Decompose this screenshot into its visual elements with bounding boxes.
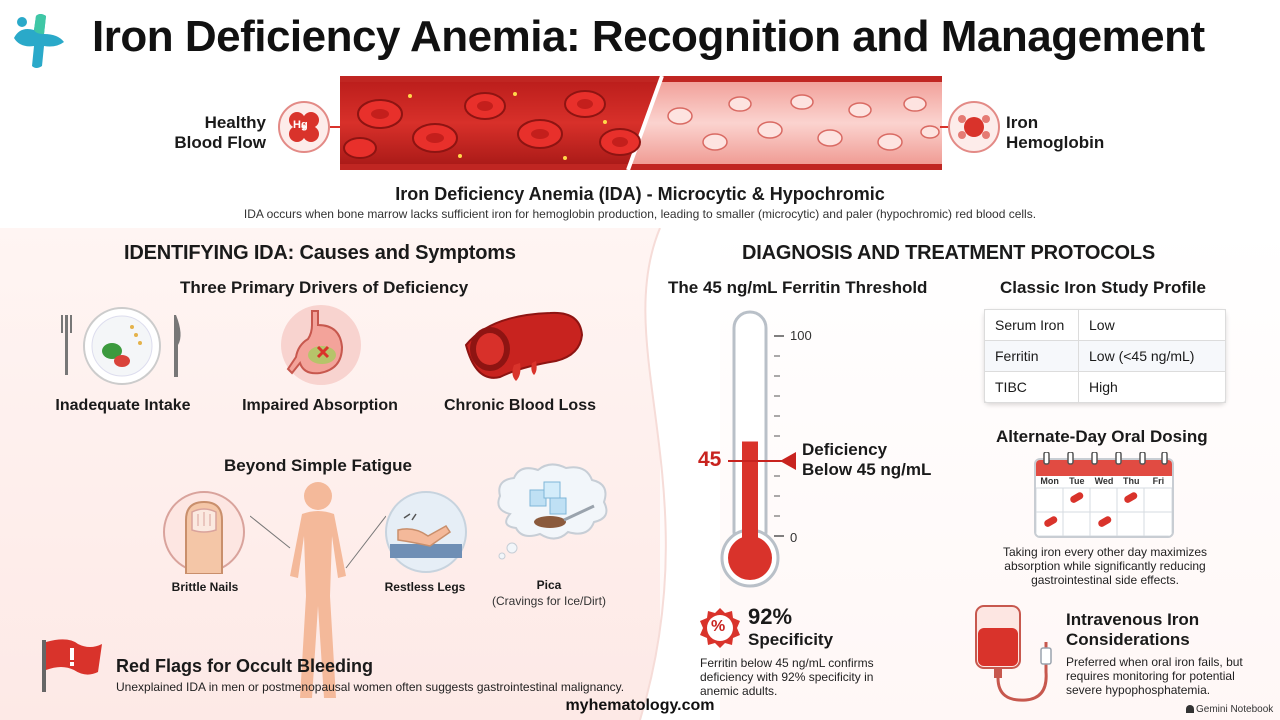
threshold-label: Deficiency Below 45 ng/mL [802, 440, 932, 479]
specificity-text: Ferritin below 45 ng/mL confirms deficie… [700, 656, 874, 698]
stomach-icon [281, 305, 361, 385]
red-flags-text: Unexplained IDA in men or postmenopausal… [116, 680, 625, 694]
banner-description: IDA occurs when bone marrow lacks suffic… [243, 207, 1037, 221]
driver-label-absorption: Impaired Absorption [242, 397, 398, 414]
thermometer-tick-bottom: 0 [790, 530, 798, 545]
healthy-blood-flow-label: Healthy Blood Flow [174, 113, 266, 152]
table-cell-name: Ferritin [984, 340, 1079, 372]
table-row: Ferritin Low (<45 ng/mL) [984, 340, 1226, 372]
specificity-value: 92% [748, 604, 793, 629]
table-cell-value: Low (<45 ng/mL) [1078, 340, 1226, 372]
table-row: Serum Iron Low [984, 309, 1226, 341]
symptom-label-nails: Brittle Nails [171, 580, 239, 594]
iv-text: Preferred when oral iron fails, but requ… [1066, 655, 1243, 697]
drivers-heading: Three Primary Drivers of Deficiency [180, 278, 469, 297]
thermometer-tick-top: 100 [790, 328, 812, 343]
connector-line-right [940, 126, 950, 128]
legs-icon [385, 491, 467, 573]
pill-icon [1044, 492, 1138, 527]
human-body-icon [250, 482, 386, 698]
nail-icon [163, 491, 245, 574]
hemoglobin-icon-text: Hg [293, 119, 308, 131]
iv-heading: Intravenous Iron Considerations [1066, 610, 1200, 649]
thermometer-fill [742, 441, 758, 560]
iron-molecule-icon [948, 101, 1000, 153]
percent-badge-icon [700, 608, 740, 648]
brand-mark-icon [1186, 705, 1194, 714]
footer-brand: Gemini Notebook [1186, 704, 1273, 715]
calendar-pill-grid [1036, 487, 1172, 536]
dosing-text: Taking iron every other day maximizes ab… [1002, 545, 1208, 587]
plate-icon [61, 307, 181, 385]
symptom-label-pica: Pica [536, 578, 562, 592]
threshold-arrow-icon [780, 452, 796, 470]
hemoglobin-molecule-icon [278, 101, 330, 153]
threshold-marker-value: 45 [698, 448, 722, 471]
symptoms-heading: Beyond Simple Fatigue [224, 456, 412, 475]
ice-icon [497, 463, 608, 560]
panel-divider-curve [639, 228, 720, 720]
table-cell-value: High [1078, 371, 1226, 403]
right-section-heading: DIAGNOSIS AND TREATMENT PROTOCOLS [742, 242, 1156, 264]
blood-vessel-illustration [340, 76, 942, 170]
banner-subtitle: Iron Deficiency Anemia (IDA) - Microcyti… [395, 184, 885, 204]
red-flag-icon [42, 639, 102, 692]
iron-hemoglobin-label: Iron Hemoglobin [1006, 113, 1105, 152]
dosing-heading: Alternate-Day Oral Dosing [996, 427, 1208, 446]
threshold-line [728, 460, 786, 462]
specificity-label: Specificity [748, 630, 834, 649]
dosing-calendar: Mon Tue Wed Thu Fri [1034, 458, 1174, 538]
left-section-heading: IDENTIFYING IDA: Causes and Symptoms [124, 242, 516, 264]
connector-line-left [330, 126, 342, 128]
calendar-day: Thu [1122, 476, 1140, 486]
calendar-rings-icon [1043, 452, 1168, 465]
calendar-day: Fri [1152, 476, 1165, 486]
symptom-label-legs: Restless Legs [384, 580, 466, 594]
iron-study-heading: Classic Iron Study Profile [1000, 278, 1206, 297]
red-flags-heading: Red Flags for Occult Bleeding [116, 656, 374, 676]
calendar-day: Mon [1040, 476, 1059, 486]
table-cell-value: Low [1078, 309, 1226, 341]
footer-site[interactable]: myhematology.com [565, 697, 715, 714]
table-cell-name: Serum Iron [984, 309, 1079, 341]
ferritin-heading: The 45 ng/mL Ferritin Threshold [668, 278, 928, 297]
page-title: Iron Deficiency Anemia: Recognition and … [92, 12, 1205, 61]
driver-label-intake: Inadequate Intake [55, 397, 191, 414]
driver-label-blood-loss: Chronic Blood Loss [444, 397, 596, 414]
medical-cross-logo-icon [14, 14, 64, 68]
thermometer-scale [774, 335, 784, 537]
table-cell-name: TIBC [984, 371, 1079, 403]
percent-badge-text: % [711, 618, 726, 635]
iron-study-table: Serum Iron Low Ferritin Low (<45 ng/mL) … [984, 309, 1226, 403]
blood-vessel-icon [464, 311, 584, 381]
iv-bag-icon [975, 605, 1052, 702]
table-row: TIBC High [984, 371, 1226, 403]
calendar-day: Tue [1069, 476, 1085, 486]
calendar-day: Wed [1094, 476, 1114, 486]
ferritin-thermometer [720, 310, 780, 588]
symptom-sublabel-pica: (Cravings for Ice/Dirt) [491, 594, 607, 608]
